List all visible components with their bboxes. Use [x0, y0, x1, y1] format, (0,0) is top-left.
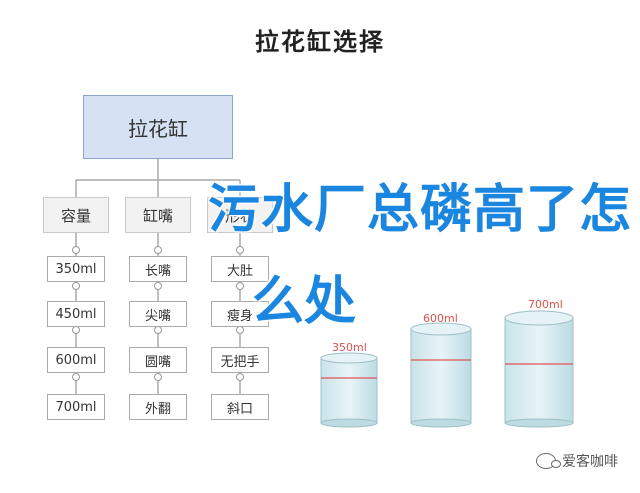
- page-title: 拉花缸选择: [255, 27, 385, 56]
- capacity-item-600ml: 600ml: [47, 347, 105, 373]
- cylinder-700: [504, 310, 574, 428]
- capacity-item-350ml: 350ml: [47, 256, 105, 282]
- capacity-item-700ml: 700ml: [47, 394, 105, 420]
- overlay-headline-line1: 污水厂总磷高了怎: [208, 180, 633, 240]
- cylinder-label-600: 600ml: [423, 312, 458, 325]
- root-node: 拉花缸: [83, 95, 233, 159]
- category-shape: 形状: [207, 197, 273, 233]
- watermark-text: 爱客咖啡: [562, 454, 618, 470]
- cylinder-600: [410, 322, 472, 428]
- watermark: 爱客咖啡: [536, 451, 618, 471]
- cylinder-label-350: 350ml: [332, 341, 367, 354]
- spout-item-pointed: 尖嘴: [129, 301, 187, 327]
- wechat-icon: [536, 453, 561, 469]
- spout-item-long: 长嘴: [129, 256, 187, 282]
- shape-item-handleless: 无把手: [211, 347, 269, 373]
- spout-item-flared: 外翻: [129, 394, 187, 420]
- shape-item-bellied: 大肚: [211, 256, 269, 282]
- cylinder-label-700: 700ml: [528, 298, 563, 311]
- overlay-headline-line2: 么处: [252, 272, 357, 332]
- spout-item-round: 圆嘴: [129, 347, 187, 373]
- cylinder-350: [320, 352, 378, 428]
- shape-item-slanted: 斜口: [211, 394, 269, 420]
- shape-item-slim: 瘦身: [211, 301, 269, 327]
- category-capacity: 容量: [43, 197, 109, 233]
- capacity-item-450ml: 450ml: [47, 301, 105, 327]
- category-spout: 缸嘴: [125, 197, 191, 233]
